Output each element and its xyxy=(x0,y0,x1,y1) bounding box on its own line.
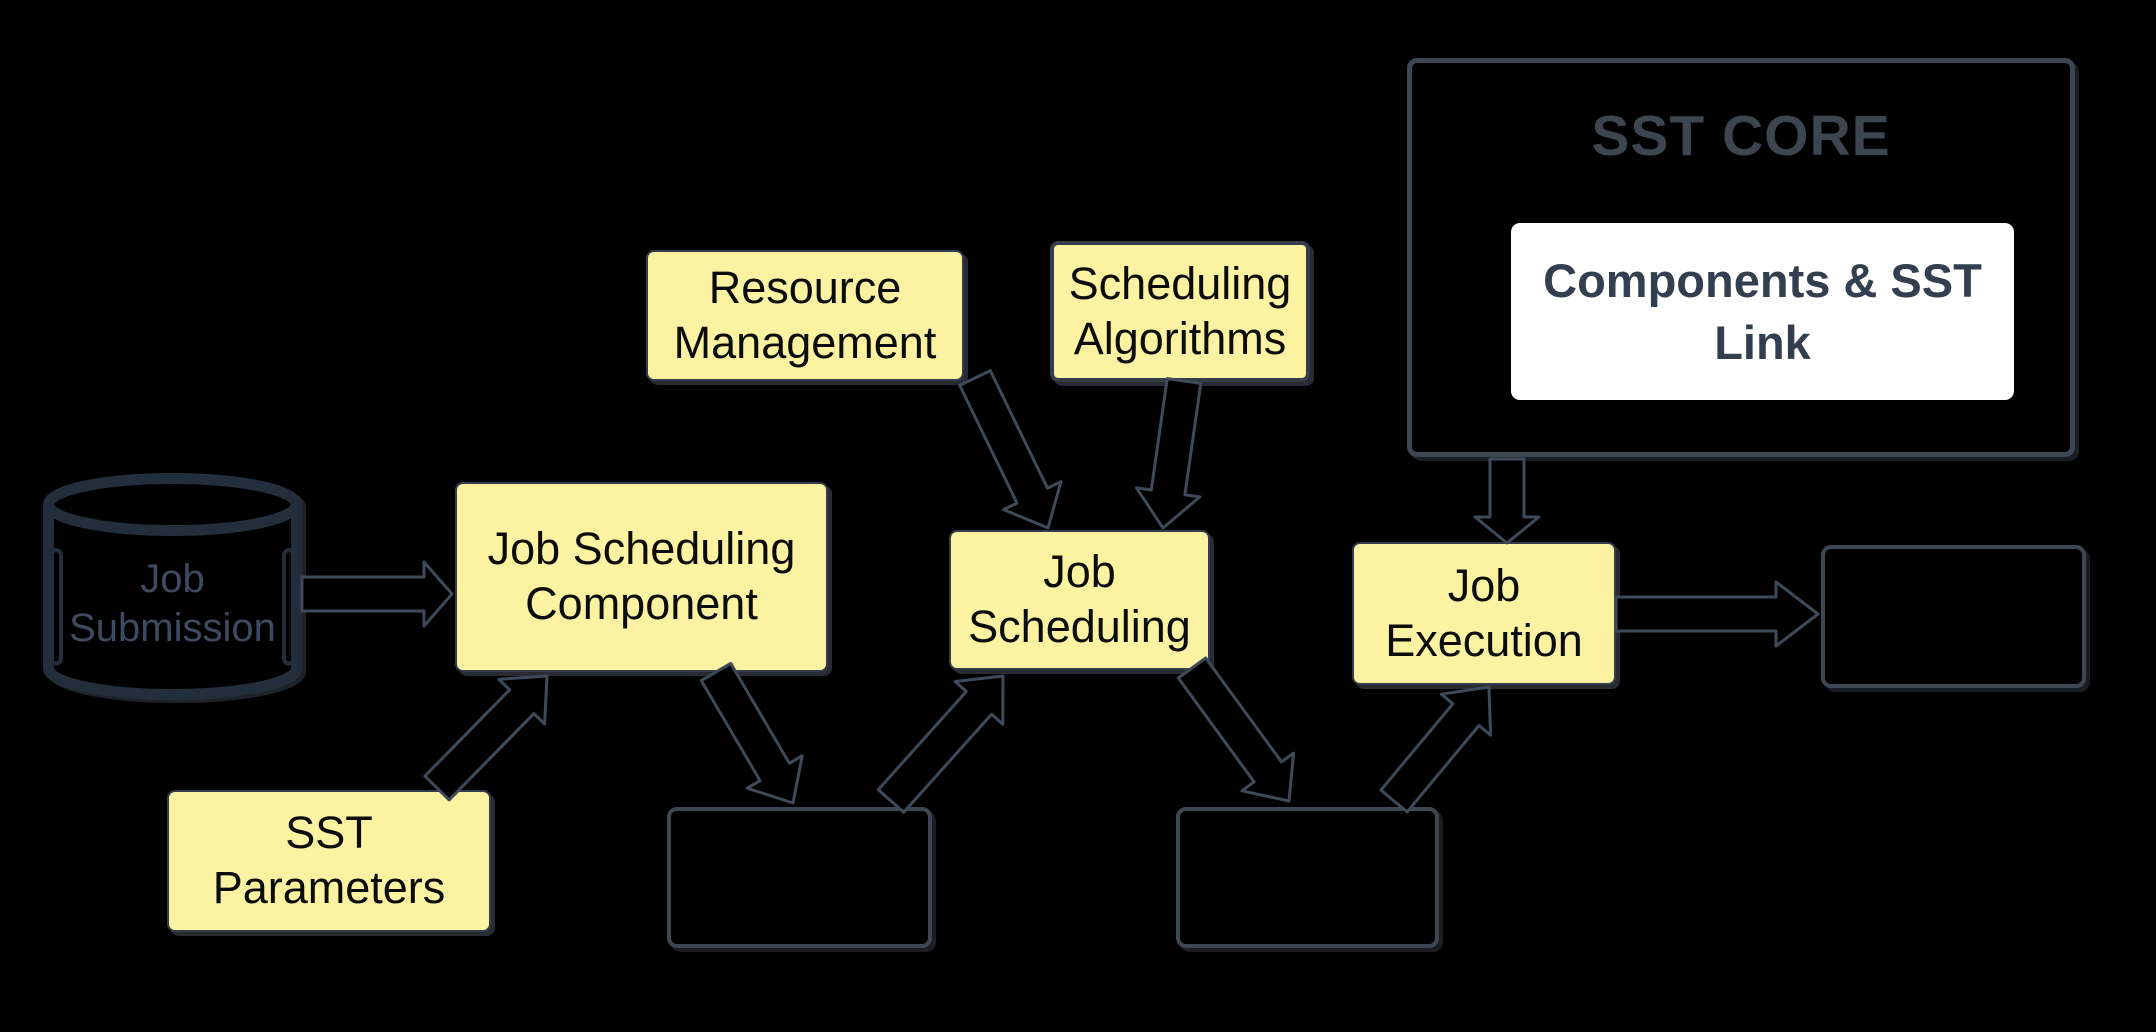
arrow-job-submission-to-job-scheduling-component[interactable] xyxy=(300,560,454,628)
node-sst-core[interactable]: SST CORE Components & SST Link xyxy=(1407,58,2075,457)
job-scheduling-label-line1: Job xyxy=(1043,546,1116,598)
job-execution-label-line2: Execution xyxy=(1385,614,1583,666)
job-scheduling-component-label-line2: Component xyxy=(525,578,758,629)
sst-core-title: SST CORE xyxy=(1591,104,1891,168)
database-cylinder-shape xyxy=(43,473,302,700)
node-placeholder-1[interactable] xyxy=(667,807,932,948)
node-components-sst-link[interactable]: Components & SST Link xyxy=(1511,223,2014,400)
components-sst-link-label-line1: Components & SST xyxy=(1543,254,1982,308)
components-sst-link-label-line2: Link xyxy=(1714,315,1811,369)
arrow-job-scheduling-component-to-placeholder-1[interactable] xyxy=(699,661,804,805)
node-placeholder-2[interactable] xyxy=(1176,807,1439,948)
job-scheduling-label-line2: Scheduling xyxy=(968,601,1191,652)
resource-management-label-line2: Management xyxy=(673,316,937,368)
arrow-job-execution-to-placeholder-3[interactable] xyxy=(1614,580,1820,648)
job-execution-label-line1: Job xyxy=(1447,559,1521,611)
arrow-placeholder-1-to-job-scheduling[interactable] xyxy=(876,674,1005,814)
arrow-placeholder-2-to-job-execution[interactable] xyxy=(1379,685,1492,814)
scheduling-algorithms-label-line2: Algorithms xyxy=(1073,312,1287,364)
sst-parameters-label-line2: Parameters xyxy=(212,862,446,913)
arrow-job-scheduling-to-placeholder-2[interactable] xyxy=(1176,656,1296,803)
arrow-sst-core-to-job-execution[interactable] xyxy=(1473,457,1541,545)
arrow-sst-parameters-to-job-scheduling-component[interactable] xyxy=(423,674,549,802)
resource-management-label-line1: Resource xyxy=(708,261,902,313)
scheduling-algorithms-label-line1: Scheduling xyxy=(1068,257,1292,309)
sst-parameters-label-line1: SST xyxy=(285,807,373,859)
arrow-scheduling-algorithms-to-job-scheduling[interactable] xyxy=(1134,377,1203,530)
arrow-resource-management-to-job-scheduling[interactable] xyxy=(958,369,1063,530)
node-placeholder-3[interactable] xyxy=(1821,545,2086,688)
job-scheduling-component-label-line1: Job Scheduling xyxy=(487,523,796,575)
